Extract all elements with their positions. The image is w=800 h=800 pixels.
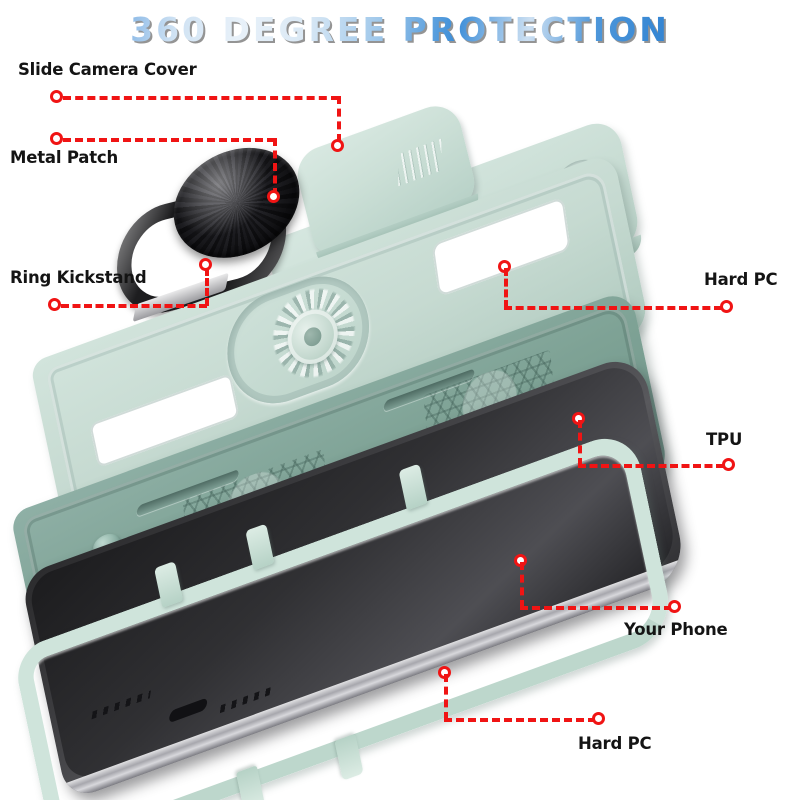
callout-dot-tpu bbox=[722, 458, 735, 471]
leader-v-slide-camera-cover bbox=[337, 96, 341, 142]
callout-anchor-ring-kickstand bbox=[199, 258, 212, 271]
leader-h-tpu bbox=[578, 464, 724, 468]
leader-v-metal-patch bbox=[273, 138, 277, 196]
callout-label-hard-pc-bottom: Hard PC bbox=[578, 734, 652, 753]
callout-label-hard-pc-top: Hard PC bbox=[704, 270, 778, 289]
callout-label-ring-kickstand: Ring Kickstand bbox=[10, 268, 147, 287]
leader-v-your-phone bbox=[520, 562, 524, 608]
leader-h-ring-kickstand bbox=[61, 304, 207, 308]
callout-dot-metal-patch bbox=[50, 132, 63, 145]
callout-label-metal-patch: Metal Patch bbox=[10, 148, 119, 167]
page-title: 360 DEGREE PROTECTION bbox=[0, 10, 800, 49]
callout-label-tpu: TPU bbox=[706, 430, 743, 449]
callout-dot-slide-camera-cover bbox=[50, 90, 63, 103]
callout-dot-hard-pc-top bbox=[720, 300, 733, 313]
callout-dot-your-phone bbox=[668, 600, 681, 613]
leader-h-slide-camera-cover bbox=[63, 96, 339, 100]
leader-h-hard-pc-bottom bbox=[444, 718, 596, 722]
leader-v-hard-pc-bottom bbox=[444, 674, 448, 720]
leader-v-tpu bbox=[578, 420, 582, 466]
callout-dot-ring-kickstand bbox=[48, 298, 61, 311]
callout-anchor-slide-camera-cover bbox=[331, 139, 344, 152]
leader-v-hard-pc-top bbox=[504, 268, 508, 308]
leader-v-ring-kickstand bbox=[205, 268, 209, 306]
callout-label-your-phone: Your Phone bbox=[624, 620, 728, 639]
leader-h-your-phone bbox=[520, 606, 672, 610]
leader-h-metal-patch bbox=[63, 138, 275, 142]
callout-dot-hard-pc-bottom bbox=[592, 712, 605, 725]
callout-label-slide-camera-cover: Slide Camera Cover bbox=[18, 60, 197, 79]
callout-anchor-metal-patch bbox=[267, 190, 280, 203]
leader-h-hard-pc-top bbox=[504, 306, 722, 310]
